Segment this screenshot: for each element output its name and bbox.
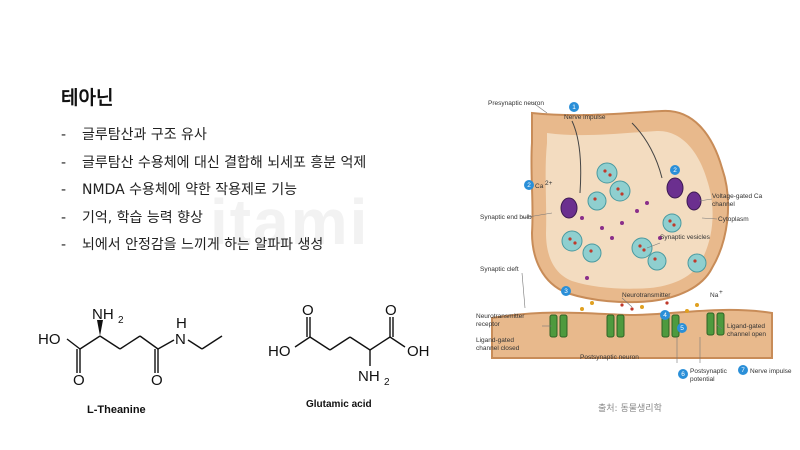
list-item: -기억, 학습 능력 향상 xyxy=(61,208,366,236)
glutamic-nh2-sub: 2 xyxy=(384,377,390,388)
synapse-diagram: 1 2 2 3 4 5 6 7 Presynaptic neuron Nerve… xyxy=(472,93,792,393)
theanine-o2-label: O xyxy=(151,372,163,389)
label-nt-receptor-1: Neurotransmitter xyxy=(476,313,525,320)
bullet-marker: - xyxy=(61,127,67,143)
step-badge-1: 1 xyxy=(572,104,576,111)
label-ligand-open-1: Ligand-gated xyxy=(727,323,765,330)
step-badge-2a: 2 xyxy=(673,167,677,174)
step-badge-2b: 2 xyxy=(527,182,531,189)
glutamic-nh2-label: NH xyxy=(358,368,380,385)
vesicles xyxy=(561,162,707,273)
label-synaptic-end-bulb: Synaptic end bulb xyxy=(480,214,532,221)
bullet-text: 글루탐산 수용체에 대신 결합해 뇌세포 흥분 억제 xyxy=(82,154,367,171)
page-title: 테아닌 xyxy=(61,87,114,109)
step-badge-3: 3 xyxy=(564,288,568,295)
bullet-marker: - xyxy=(61,209,67,226)
list-item: -뇌에서 안정감을 느끼게 하는 알파파 생성 xyxy=(61,235,366,263)
list-item: -NMDA 수용체에 약한 작용제로 기능 xyxy=(61,180,366,208)
label-na: Na xyxy=(710,292,719,299)
step-badges xyxy=(524,102,748,379)
bullet-marker: - xyxy=(61,154,67,171)
label-ligand-closed-2: channel closed xyxy=(476,345,520,352)
label-postsynaptic: Postsynaptic neuron xyxy=(580,354,639,361)
theanine-h-label: H xyxy=(176,315,187,332)
label-ca: Ca xyxy=(535,183,544,190)
glutamic-o2-label: O xyxy=(385,302,397,319)
step-badge-6: 6 xyxy=(681,371,685,378)
glutamic-acid-structure: HO O O OH NH 2 xyxy=(268,302,430,388)
label-potential-1: Postsynaptic xyxy=(690,368,728,375)
bullet-text: NMDA 수용체에 약한 작용제로 기능 xyxy=(82,182,298,198)
bullet-marker: - xyxy=(61,182,67,198)
theanine-nh2-sub: 2 xyxy=(118,315,124,326)
calcium-channels xyxy=(560,177,702,219)
label-nt-receptor-2: receptor xyxy=(476,321,501,328)
theanine-n-label: N xyxy=(175,331,186,348)
glutamic-acid-caption: Glutamic acid xyxy=(306,399,372,410)
label-potential-2: potential xyxy=(690,376,715,383)
glutamic-oh-label: OH xyxy=(407,343,430,360)
label-ligand-closed-1: Ligand-gated xyxy=(476,337,514,344)
label-channel: channel xyxy=(712,201,735,208)
label-ligand-open-2: channel open xyxy=(727,331,766,338)
bullet-marker: - xyxy=(61,237,67,253)
source-caption: 출처: 동물생리학 xyxy=(598,404,662,414)
label-presynaptic: Presynaptic neuron xyxy=(488,100,544,107)
step-badge-4: 4 xyxy=(663,312,667,319)
list-item: -글루탐산과 구조 유사 xyxy=(61,125,366,153)
list-item: -글루탐산 수용체에 대신 결합해 뇌세포 흥분 억제 xyxy=(61,153,366,181)
step-badge-5: 5 xyxy=(680,325,684,332)
label-cytoplasm: Cytoplasm xyxy=(718,216,749,223)
bullet-text: 뇌에서 안정감을 느끼게 하는 알파파 생성 xyxy=(82,237,324,253)
glutamic-ho-label: HO xyxy=(268,343,291,360)
theanine-ho-label: HO xyxy=(38,331,61,348)
theanine-nh2-label: NH xyxy=(92,306,114,323)
watermark: itami xyxy=(210,186,370,258)
theanine-o1-label: O xyxy=(73,372,85,389)
label-na-sup: + xyxy=(719,289,723,296)
receptors xyxy=(549,312,725,338)
label-voltage-gated: Voltage-gated Ca xyxy=(712,193,763,200)
bullet-text: 글루탐산과 구조 유사 xyxy=(82,127,207,143)
label-synaptic-vesicles: Synaptic vesicles xyxy=(660,234,711,241)
bullet-list: -글루탐산과 구조 유사 -글루탐산 수용체에 대신 결합해 뇌세포 흥분 억제… xyxy=(61,125,366,263)
theanine-structure: HO NH 2 O O N H xyxy=(38,306,223,389)
theanine-caption: L-Theanine xyxy=(87,404,146,416)
label-nerve-impulse-out: Nerve impulse xyxy=(750,368,792,375)
label-neurotransmitter: Neurotransmitter xyxy=(622,292,671,299)
step-badge-7: 7 xyxy=(741,367,745,374)
glutamic-o1-label: O xyxy=(302,302,314,319)
bullet-text: 기억, 학습 능력 향상 xyxy=(82,209,203,226)
label-nerve-impulse: Nerve impulse xyxy=(564,114,606,121)
label-ca-sup: 2+ xyxy=(545,180,553,187)
label-synaptic-cleft: Synaptic cleft xyxy=(480,266,519,273)
